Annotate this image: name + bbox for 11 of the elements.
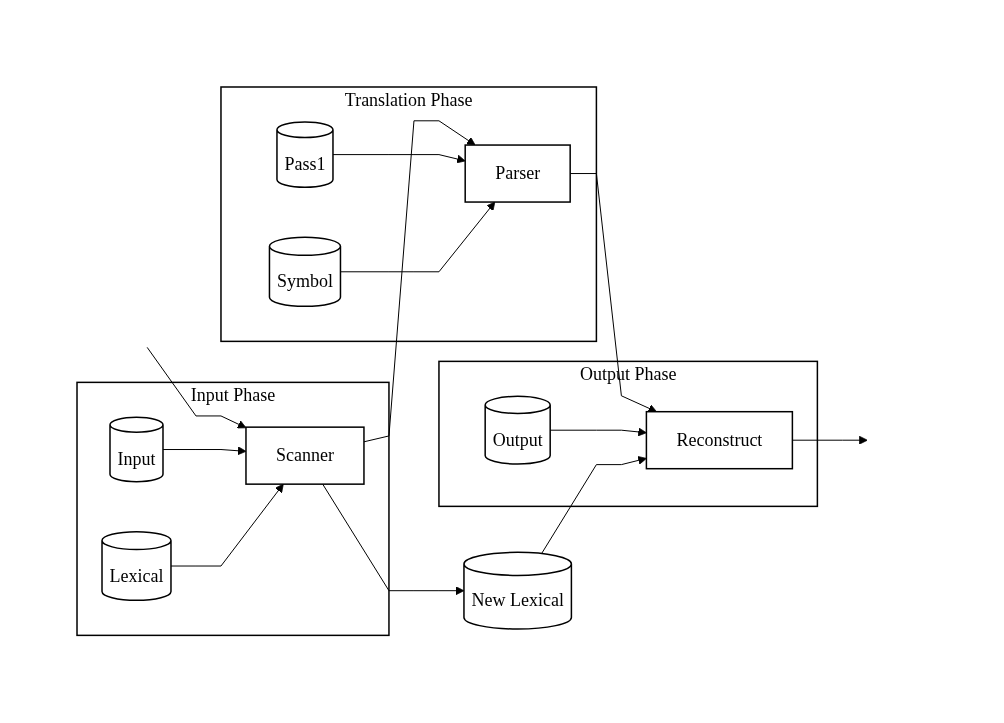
arrow — [339, 201, 496, 273]
node-box: Scanner — [245, 426, 365, 486]
arrow — [322, 483, 465, 596]
arrow — [569, 173, 657, 413]
arrow — [363, 120, 476, 443]
arrow — [540, 456, 647, 555]
arrow — [146, 347, 247, 429]
node-box: Parser — [464, 144, 571, 204]
arrow — [549, 427, 647, 437]
node-box: Reconstruct — [645, 411, 793, 470]
arrow — [170, 484, 284, 567]
